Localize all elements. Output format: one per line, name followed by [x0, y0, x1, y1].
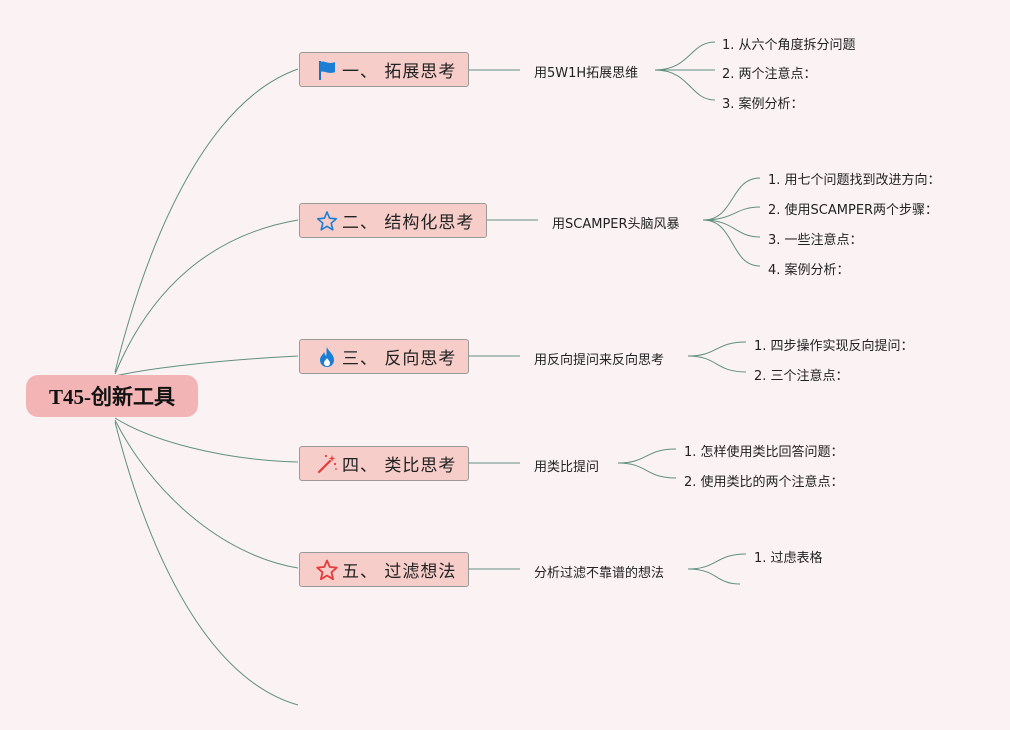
- connector-sub1-leaf3: [654, 69, 716, 101]
- branch-1-leaf-2[interactable]: 2. 两个注意点：: [722, 67, 817, 82]
- branch-4-leaf-2[interactable]: 2. 使用类比的两个注意点：: [684, 475, 844, 490]
- branch-5-label: 五、 过滤想法: [342, 562, 457, 582]
- branch-2-leaf-3[interactable]: 3. 一些注意点：: [768, 233, 863, 248]
- star-outline-icon: [316, 210, 338, 232]
- branch-5-leaf-1[interactable]: 1. 过虑表格: [754, 551, 823, 566]
- star-red-icon: [316, 559, 338, 581]
- flag-icon: [316, 59, 338, 81]
- connector-root-branch-5: [114, 419, 299, 569]
- branch-1-leaf-3[interactable]: 3. 案例分析：: [722, 97, 804, 112]
- connector-root-branch-2: [114, 219, 299, 375]
- branch-2-topic[interactable]: 二、 结构化思考: [299, 203, 487, 238]
- branch-3-leaf-1[interactable]: 1. 四步操作实现反向提问：: [754, 339, 914, 354]
- branch-2-subtopic[interactable]: 用SCAMPER头脑风暴: [552, 217, 680, 232]
- branch-1-subtopic[interactable]: 用5W1H拓展思维: [534, 66, 639, 81]
- connector-sub5-leaf2: [687, 568, 741, 585]
- branch-2-label: 二、 结构化思考: [342, 213, 475, 233]
- branch-5-topic[interactable]: 五、 过滤想法: [299, 552, 469, 587]
- branch-2-leaf-2[interactable]: 2. 使用SCAMPER两个步骤：: [768, 203, 939, 218]
- connector-sub3-leaf1: [687, 341, 747, 357]
- branch-4-topic[interactable]: 四、 类比思考: [299, 446, 469, 481]
- branch-4-label: 四、 类比思考: [342, 456, 457, 476]
- connector-sub2-leaf2: [702, 206, 761, 221]
- branch-3-label: 三、 反向思考: [342, 349, 457, 369]
- connector-sub2-leaf4: [702, 219, 761, 267]
- branch-1-topic[interactable]: 一、 拓展思考: [299, 52, 469, 87]
- branch-4-leaf-1[interactable]: 1. 怎样使用类比回答问题：: [684, 445, 844, 460]
- branch-3-leaf-2[interactable]: 2. 三个注意点：: [754, 369, 849, 384]
- connector-root-branch-1: [114, 68, 299, 373]
- root-topic[interactable]: T45-创新工具: [26, 375, 198, 417]
- connector-sub5-leaf1: [687, 553, 747, 570]
- branch-3-topic[interactable]: 三、 反向思考: [299, 339, 469, 374]
- connector-sub2-leaf3: [702, 219, 761, 238]
- connector-root-branch-3: [114, 355, 299, 377]
- branch-2-leaf-1[interactable]: 1. 用七个问题找到改进方向：: [768, 173, 941, 188]
- magic-wand-icon: [316, 453, 338, 475]
- branch-3-subtopic[interactable]: 用反向提问来反向思考: [534, 353, 665, 368]
- connector-root-branch-4: [114, 417, 299, 463]
- flame-icon: [316, 346, 338, 368]
- branch-2-leaf-4[interactable]: 4. 案例分析：: [768, 263, 850, 278]
- branch-4-subtopic[interactable]: 用类比提问: [534, 460, 600, 475]
- connector-sub1-leaf1: [654, 41, 716, 71]
- branch-1-leaf-1[interactable]: 1. 从六个角度拆分问题: [722, 38, 856, 53]
- connector-sub2-leaf1: [702, 177, 761, 221]
- connector-root-extra: [114, 421, 299, 706]
- connector-sub3-leaf2: [687, 355, 747, 373]
- connector-sub4-leaf2: [617, 462, 677, 479]
- branch-1-label: 一、 拓展思考: [342, 62, 457, 82]
- branch-5-subtopic[interactable]: 分析过滤不靠谱的想法: [534, 566, 665, 581]
- connector-sub4-leaf1: [617, 448, 677, 464]
